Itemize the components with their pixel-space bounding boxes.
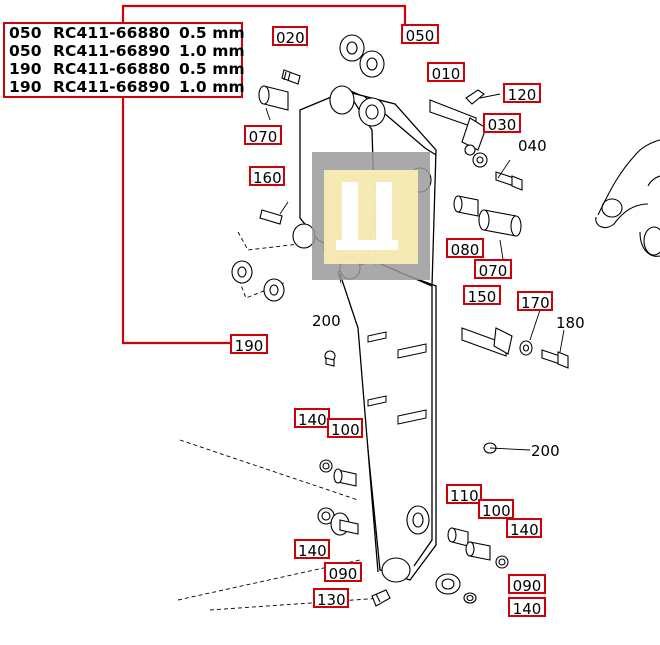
callout-080[interactable]: 080 (446, 238, 484, 259)
callout-110[interactable]: 110 (446, 484, 482, 505)
callout-070[interactable]: 070 (474, 259, 512, 280)
callout-140[interactable]: 140 (294, 408, 330, 429)
spec-ref: 050 (9, 24, 42, 42)
callout-130[interactable]: 130 (313, 588, 349, 609)
leader-lines-red (121, 4, 407, 345)
callout-140[interactable]: 140 (294, 539, 330, 560)
spec-size: 0.5 mm (179, 60, 245, 78)
spec-ref: 190 (9, 78, 42, 96)
callout-100[interactable]: 100 (478, 499, 514, 520)
part-leaders (265, 93, 565, 451)
callout-190[interactable]: 190 (230, 334, 268, 355)
reference-frame-right (595, 139, 660, 257)
spec-size: 1.0 mm (179, 42, 245, 60)
spec-row: 050 RC411-66880 0.5 mm (9, 24, 245, 42)
callout-070[interactable]: 070 (244, 125, 282, 146)
spec-row: 050 RC411-66890 1.0 mm (9, 42, 245, 60)
spec-part-number: RC411-66880 (53, 60, 171, 78)
spec-ref: 190 (9, 60, 42, 78)
label-040: 040 (518, 137, 547, 155)
arm-slots (367, 331, 427, 425)
callout-140[interactable]: 140 (506, 518, 542, 539)
callout-170[interactable]: 170 (517, 291, 553, 312)
spec-part-number: RC411-66880 (53, 24, 171, 42)
logo-watermark (312, 152, 430, 280)
spec-row: 190 RC411-66880 0.5 mm (9, 60, 245, 78)
label-180: 180 (556, 314, 585, 332)
spec-row: 190 RC411-66890 1.0 mm (9, 78, 245, 96)
label-200: 200 (531, 442, 560, 460)
callout-160[interactable]: 160 (249, 166, 285, 187)
label-200: 200 (312, 312, 341, 330)
spec-part-number: RC411-66890 (53, 78, 171, 96)
spec-size: 0.5 mm (179, 24, 245, 42)
callout-140[interactable]: 140 (508, 597, 546, 618)
callout-010[interactable]: 010 (427, 62, 465, 83)
spec-ref: 050 (9, 42, 42, 60)
callout-030[interactable]: 030 (483, 113, 521, 134)
callout-150[interactable]: 150 (463, 285, 501, 306)
callout-090[interactable]: 090 (324, 562, 362, 583)
small-parts (231, 34, 569, 607)
callout-100[interactable]: 100 (327, 418, 363, 439)
callout-120[interactable]: 120 (503, 83, 541, 104)
spec-size: 1.0 mm (179, 78, 245, 96)
callout-050[interactable]: 050 (401, 24, 439, 45)
callout-090[interactable]: 090 (508, 574, 546, 595)
spec-part-number: RC411-66890 (53, 42, 171, 60)
callout-020[interactable]: 020 (272, 26, 308, 47)
